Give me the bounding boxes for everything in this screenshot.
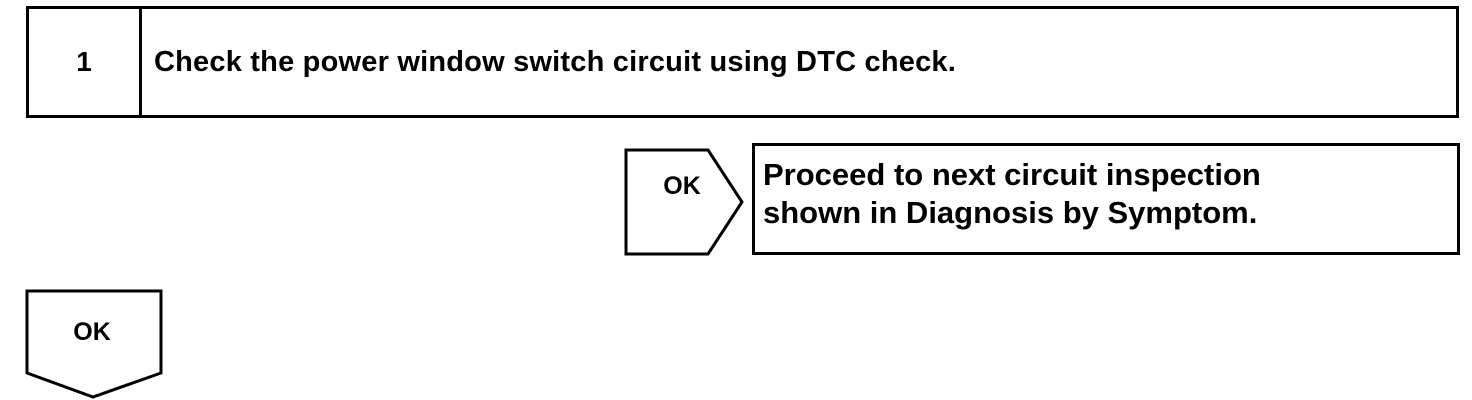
result-box: Proceed to next circuit inspection shown…: [752, 143, 1460, 255]
step-number: 1: [29, 9, 142, 115]
ok-right-label: OK: [663, 172, 701, 200]
result-line-2: shown in Diagnosis by Symptom.: [763, 195, 1258, 230]
step-instruction: Check the power window switch circuit us…: [154, 45, 956, 78]
ok-down-label: OK: [73, 318, 111, 346]
result-line-1: Proceed to next circuit inspection: [763, 157, 1261, 192]
step-box: 1 Check the power window switch circuit …: [26, 6, 1459, 118]
ok-right-arrow-tag: [624, 148, 744, 256]
ok-down-arrow-tag: [25, 289, 163, 399]
